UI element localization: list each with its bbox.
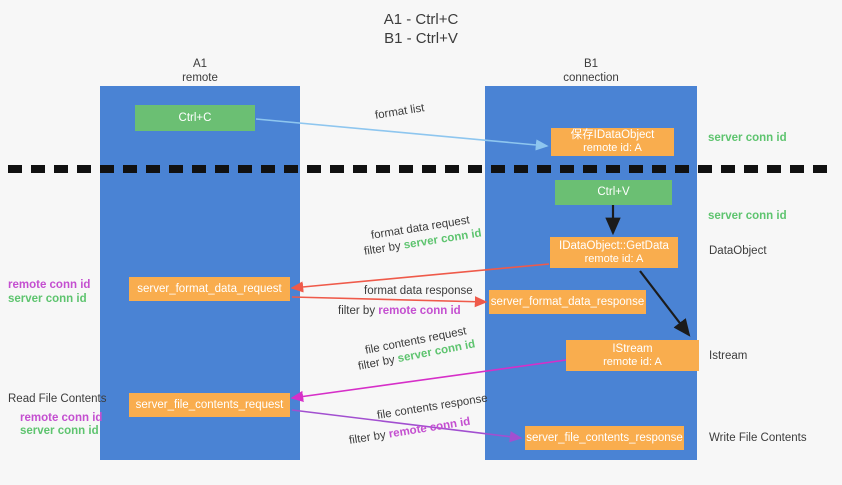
label-file-contents-response: file contents response (376, 392, 489, 422)
left-label-remote-conn-id-mid: remote conn id (8, 279, 91, 291)
filter-prefix: filter by (338, 305, 379, 317)
left-label-server-conn-id-bottom: server conn id (20, 425, 99, 437)
label-file-contents-response-filter: filter by remote conn id (348, 415, 472, 449)
box-ctrl-v-label: Ctrl+V (597, 186, 630, 198)
box-getdata-line2: remote id: A (584, 252, 644, 265)
lane-a1-subtitle: remote (182, 72, 218, 84)
title-line-1: A1 - Ctrl+C (383, 11, 459, 28)
lane-b1-name: B1 (583, 58, 599, 70)
box-server-file-contents-response[interactable]: server_file_contents_response (525, 426, 684, 450)
filter-prefix: filter by (363, 239, 405, 258)
box-ctrl-c-label: Ctrl+C (178, 111, 212, 124)
phase-divider (8, 165, 834, 173)
box-server-file-contents-request[interactable]: server_file_contents_request (129, 393, 290, 417)
box-istream-line1: IStream (612, 342, 653, 355)
label-format-data-response-filter: filter by remote conn id (338, 304, 461, 319)
right-label-server-conn-id-mid: server conn id (708, 210, 787, 222)
left-label-remote-conn-id-bottom: remote conn id (20, 412, 103, 424)
left-label-server-conn-id-mid: server conn id (8, 293, 87, 305)
filter-value: remote conn id (378, 305, 461, 317)
page-title: A1 - Ctrl+C B1 - Ctrl+V (0, 10, 842, 48)
box-server-format-data-request[interactable]: server_format_data_request (129, 277, 290, 301)
box-server-format-data-response-label: server_format_data_response (490, 295, 645, 308)
lane-header-b1: B1 connection (485, 57, 697, 85)
label-format-data-response: format data response (364, 285, 473, 297)
box-server-format-data-response[interactable]: server_format_data_response (489, 290, 646, 314)
box-ctrl-v[interactable]: Ctrl+V (555, 180, 672, 205)
box-getdata-line1: IDataObject::GetData (559, 239, 669, 252)
right-label-server-conn-id-top: server conn id (708, 132, 787, 144)
left-label-read-file-contents: Read File Contents (8, 393, 107, 405)
right-label-dataobject: DataObject (709, 245, 767, 257)
box-istream[interactable]: IStream remote id: A (566, 340, 699, 371)
box-istream-line2: remote id: A (603, 355, 662, 368)
box-server-file-contents-response-label: server_file_contents_response (526, 431, 683, 444)
filter-prefix: filter by (348, 428, 390, 447)
right-label-istream: Istream (709, 350, 748, 362)
label-format-list: format list (374, 102, 426, 122)
box-save-idataobject-line1: 保存IDataObject (570, 129, 655, 141)
box-getdata[interactable]: IDataObject::GetData remote id: A (550, 237, 678, 268)
title-line-2: B1 - Ctrl+V (384, 30, 458, 47)
right-label-write-file-contents: Write File Contents (709, 432, 807, 444)
lane-b1-subtitle: connection (563, 72, 619, 84)
lane-header-a1: A1 remote (100, 57, 300, 85)
box-save-idataobject-line2: remote id: A (583, 142, 642, 154)
box-server-file-contents-request-label: server_file_contents_request (135, 398, 284, 411)
box-save-idataobject[interactable]: 保存IDataObject remote id: A (551, 128, 674, 156)
filter-prefix: filter by (357, 353, 400, 373)
box-server-format-data-request-label: server_format_data_request (137, 282, 282, 295)
box-ctrl-c[interactable]: Ctrl+C (135, 105, 255, 131)
lane-a1-name: A1 (192, 58, 208, 70)
